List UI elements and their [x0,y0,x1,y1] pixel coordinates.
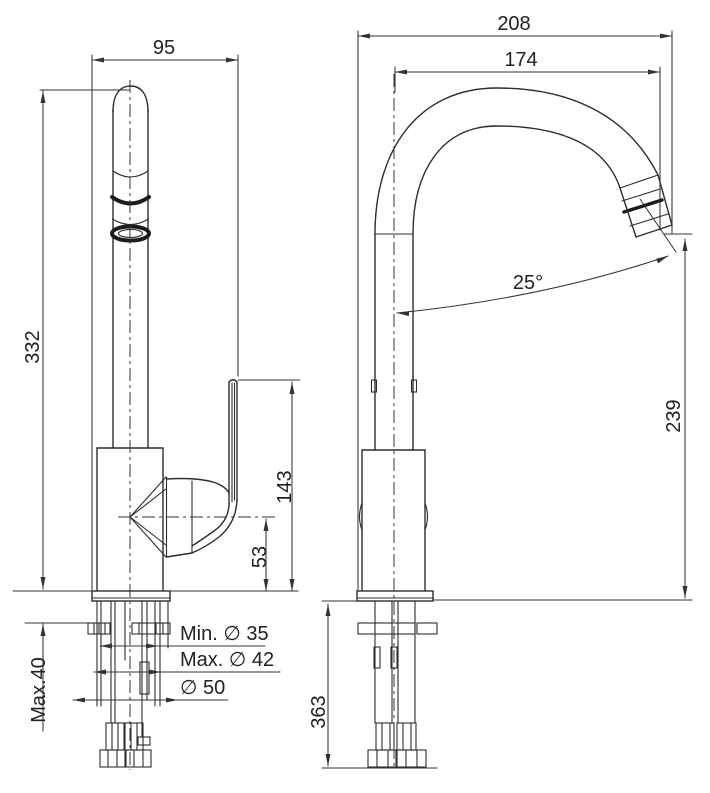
dim-dia-50: ∅ 50 [72,677,229,703]
body-front [96,447,168,592]
deck-flange-front [91,590,171,602]
gooseneck-spout-side [370,87,659,451]
dim-332: 332 [22,90,46,590]
lever-handle-front [165,379,238,558]
dim-label-143: 143 [274,470,296,503]
dim-min-dia-35: Min. ∅ 35 [99,623,269,649]
dim-label-363: 363 [308,695,330,728]
dim-label-174: 174 [504,49,537,71]
dim-239: 239 [663,238,688,599]
dim-53: 53 [249,518,271,592]
hose-fittings-front [99,722,152,768]
spout-outlet-side [619,174,673,238]
dim-label-208: 208 [497,13,530,35]
dim-label-max42: Max. ∅ 42 [180,649,274,671]
front-view [87,85,238,768]
hose-fittings-side [367,722,427,768]
dim-label-95: 95 [153,37,175,59]
deck-flange-side [356,590,434,602]
dim-label-239: 239 [663,399,685,432]
dim-95: 95 [91,37,239,63]
side-view [356,87,673,768]
dim-143: 143 [274,381,296,592]
dim-label-25deg: 25° [513,272,543,294]
body-side [358,449,429,592]
centerlines [118,74,395,770]
dim-angle-25: 25° [396,255,669,317]
dim-174: 174 [394,49,661,75]
dim-max40: Max.40 [28,623,50,732]
supply-hoses-side [374,600,416,724]
dim-label-332: 332 [22,330,44,363]
dim-max-dia-42: Max. ∅ 42 [93,649,281,675]
dim-label-min35: Min. ∅ 35 [180,623,269,645]
dim-label-50: ∅ 50 [180,677,225,699]
under-deck-front [87,600,171,768]
stud-bolt-front [137,600,151,746]
dim-208: 208 [357,13,673,39]
dim-label-max40: Max.40 [28,657,50,723]
reference-lines [12,30,693,769]
under-deck-side [357,600,438,768]
dim-label-53: 53 [249,546,271,568]
dim-363: 363 [308,603,331,767]
mounting-nuts-front [87,622,171,635]
